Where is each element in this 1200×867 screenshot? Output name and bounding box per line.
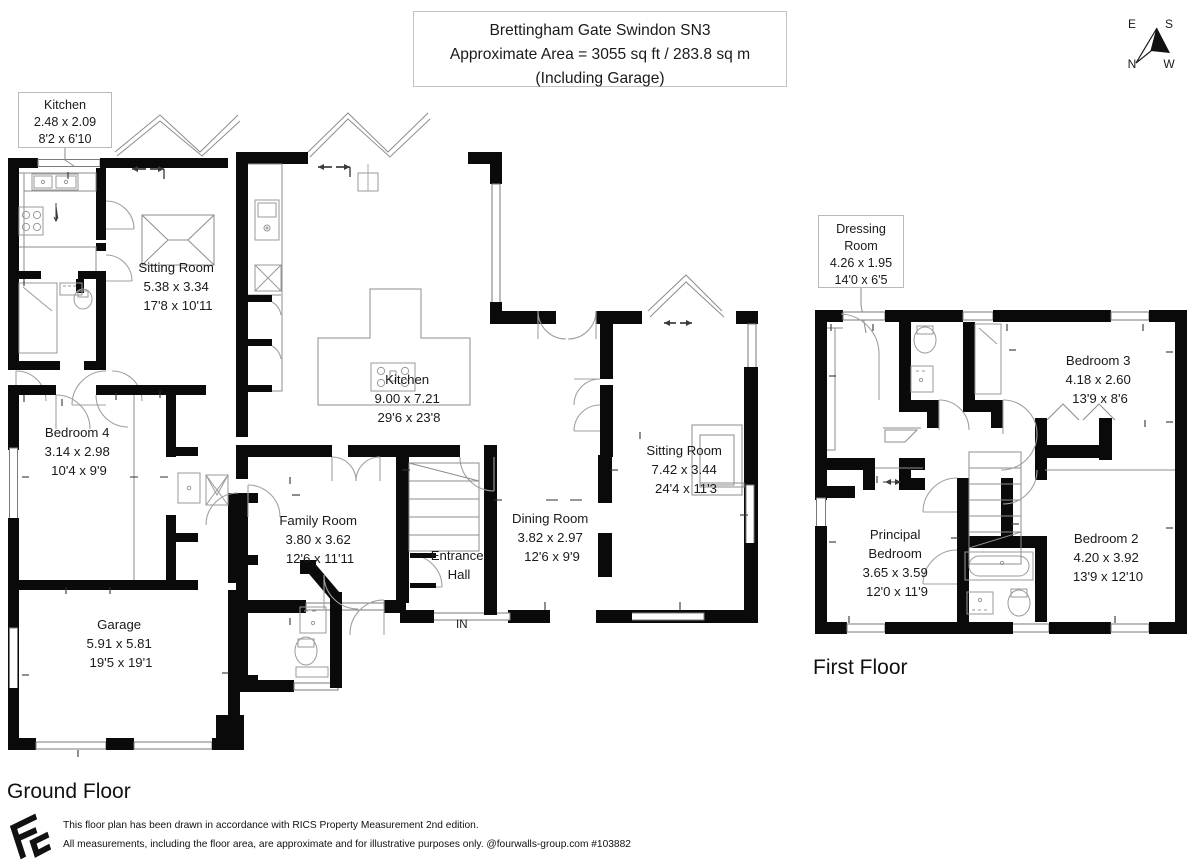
footer-text-block: This floor plan has been drawn in accord… <box>63 820 631 850</box>
callout-kitchen-name: Kitchen <box>44 98 86 112</box>
room-label-dining-room: Dining Room 3.82 x 2.97 12'6 x 9'9 <box>512 511 592 564</box>
callout-kitchen-box <box>18 92 112 148</box>
footer-line-1: This floor plan has been drawn in accord… <box>63 820 479 831</box>
compass-needle-dark <box>1151 28 1170 53</box>
first-floor-ticks <box>829 324 1173 623</box>
title-block: Brettingham Gate Swindon SN3 Approximate… <box>413 11 787 87</box>
bedroom4-garage-walls <box>8 385 258 750</box>
callout-kitchen-metric: 2.48 x 2.09 <box>34 115 96 129</box>
compass-rose: E S N W <box>1115 10 1185 80</box>
callout-kitchen-leader <box>64 148 75 167</box>
first-floor-label: First Floor <box>813 656 908 680</box>
dimension-ticks <box>22 172 748 757</box>
kitchen-annexe-fixtures <box>18 172 97 271</box>
compass-label-n: N <box>1128 57 1137 71</box>
room-label-sitting-room: Sitting Room 7.42 x 3.44 24'4 x 11'3 <box>646 443 725 496</box>
annexe-hall-doors <box>15 370 143 406</box>
sitting-room-skylight-diagram <box>141 214 215 266</box>
callout-dressing-room: Dressing Room 4.26 x 1.95 14'0 x 6'5 <box>818 215 904 334</box>
title-line-1: Brettingham Gate Swindon SN3 <box>489 22 710 39</box>
ground-floor-plan: Sitting Room 5.38 x 3.34 17'8 x 10'11 Be… <box>8 112 758 757</box>
first-floor-walls <box>815 310 1187 634</box>
ground-floor-label-text: Ground Floor <box>7 780 131 803</box>
room-label-garage: Garage 5.91 x 5.81 19'5 x 19'1 <box>87 617 156 670</box>
callout-dressing-metric: 4.26 x 1.95 <box>830 256 892 270</box>
first-floor-fixtures <box>827 323 1116 617</box>
footer-line-2: All measurements, including the floor ar… <box>63 839 631 850</box>
callout-dressing-name-2: Room <box>844 239 878 253</box>
room-label-bedroom-2: Bedroom 2 4.20 x 3.92 13'9 x 12'10 <box>1073 531 1143 584</box>
entrance-in-marker: IN <box>456 619 468 631</box>
callout-kitchen-imperial: 8'2 x 6'10 <box>38 132 91 146</box>
callout-dressing-name-1: Dressing <box>836 222 886 236</box>
kitchen-doors <box>205 112 725 636</box>
annexe-bifold-door <box>114 114 241 179</box>
annexe-doors <box>105 200 135 282</box>
room-label-principal-bedroom: Principal Bedroom 3.65 x 3.59 12'0 x 11'… <box>863 527 932 599</box>
title-line-3: (Including Garage) <box>535 70 664 87</box>
title-line-2: Approximate Area = 3055 sq ft / 283.8 sq… <box>450 46 750 63</box>
sitting-room-detail <box>691 424 745 496</box>
fourwalls-logo <box>9 813 52 860</box>
wc-fixtures <box>294 606 329 678</box>
compass-label-e: E <box>1128 17 1136 31</box>
callout-kitchen-annexe: Kitchen 2.48 x 2.09 8'2 x 6'10 <box>18 92 112 167</box>
annexe-bathroom-fixtures <box>18 282 93 354</box>
staircase <box>408 462 480 552</box>
room-label-bedroom-4: Bedroom 4 3.14 x 2.98 10'4 x 9'9 <box>45 425 114 478</box>
room-label-sitting-room-annexe: Sitting Room 5.38 x 3.34 17'8 x 10'11 <box>138 260 217 313</box>
room-label-family-room: Family Room 3.80 x 3.62 12'6 x 11'11 <box>279 513 360 566</box>
compass-label-s: S <box>1165 17 1173 31</box>
room-label-bedroom-3: Bedroom 3 4.18 x 2.60 13'9 x 8'6 <box>1066 353 1135 406</box>
compass-label-w: W <box>1163 57 1175 71</box>
room-label-entrance-hall: Entrance Hall <box>431 548 487 582</box>
main-house-walls <box>236 152 758 692</box>
ground-floor-label: Ground Floor <box>7 780 131 804</box>
first-floor-plan: Bedroom 3 4.18 x 2.60 13'9 x 8'6 Bedroom… <box>815 310 1187 634</box>
utility-fixtures <box>177 472 229 506</box>
room-label-kitchen: Kitchen 9.00 x 7.21 29'6 x 23'8 <box>375 372 444 425</box>
first-floor-label-text: First Floor <box>813 656 908 679</box>
title-box-border <box>413 11 787 87</box>
bedroom4-doors <box>55 394 129 430</box>
first-floor-doors <box>840 313 1038 585</box>
kitchen-fixtures <box>248 163 471 406</box>
callout-dressing-box <box>818 215 904 288</box>
callout-dressing-imperial: 14'0 x 6'5 <box>834 273 887 287</box>
